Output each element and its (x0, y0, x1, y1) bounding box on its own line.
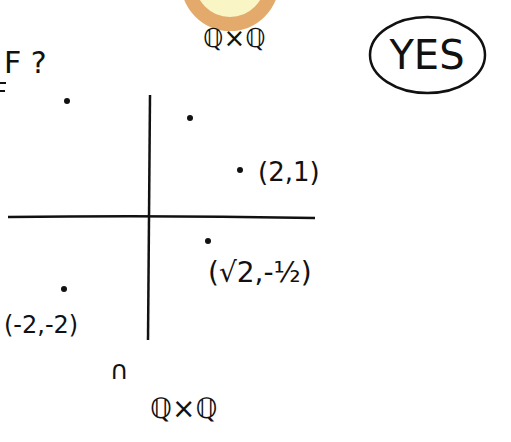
handwritten-label: (2,1) (258, 158, 320, 187)
circled-answer: YES (368, 15, 487, 95)
point (237, 167, 243, 173)
circle-outline (370, 17, 485, 93)
handwritten-label: ℚ×ℚ (203, 24, 266, 53)
point (64, 98, 70, 104)
y-axis (148, 95, 150, 340)
x-axis (8, 216, 315, 218)
stray-mark (0, 90, 5, 92)
handwritten-label: (√2,-½) (208, 258, 312, 289)
answer-text: YES (389, 33, 464, 77)
point (205, 238, 211, 244)
handwritten-label: (-2,-2) (4, 312, 78, 338)
handwritten-label: ℚ×ℚ (150, 394, 218, 425)
point (187, 115, 193, 121)
handwritten-label: ∩ (110, 356, 129, 385)
stray-mark (0, 82, 6, 84)
point (61, 286, 67, 292)
ring (188, 0, 272, 24)
handwritten-label: F ? (4, 46, 47, 79)
